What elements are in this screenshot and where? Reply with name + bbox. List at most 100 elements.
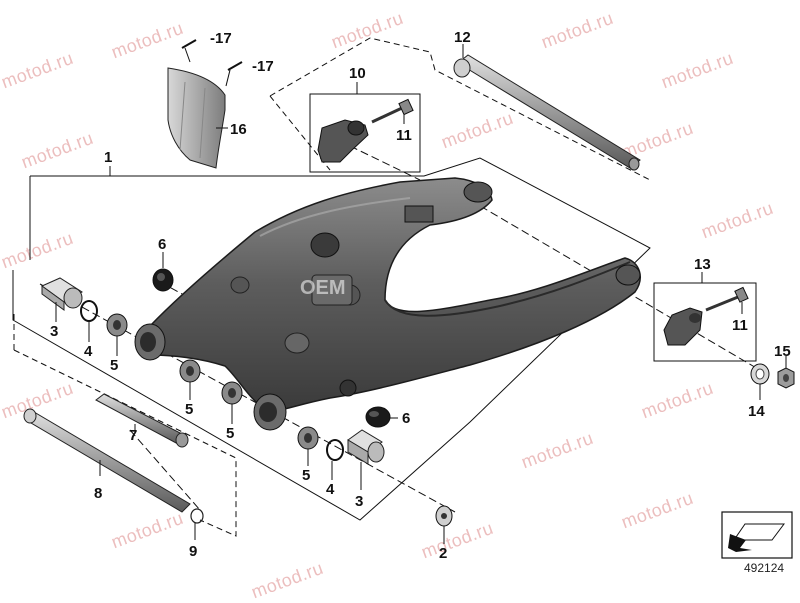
clip-ring <box>190 508 204 524</box>
rubber-plug-part-6-upper[interactable] <box>152 268 174 292</box>
callout-17-upper: -17 <box>210 30 232 47</box>
callout-8: 8 <box>94 485 102 502</box>
bolt-socket <box>441 513 447 519</box>
screw-part-17[interactable] <box>225 61 243 87</box>
center-bracket <box>311 274 353 306</box>
callout-11-upper: 11 <box>396 127 412 144</box>
pivot-bore <box>140 332 156 352</box>
bearing-bore <box>186 366 194 376</box>
lower-dashed-outline <box>13 349 237 537</box>
bolt-part-11-upper[interactable] <box>371 98 414 124</box>
pivot-bore-small <box>339 379 357 397</box>
rear-axle-part-12[interactable] <box>453 54 641 171</box>
callout-2: 2 <box>439 545 447 562</box>
brake-bracket <box>404 205 434 223</box>
callout-3-right: 3 <box>355 493 363 510</box>
pivot-shaft-part-8[interactable] <box>23 408 191 513</box>
callout-12: 12 <box>454 29 471 46</box>
bracket-hole <box>689 313 701 323</box>
callout-3-left: 3 <box>50 323 58 340</box>
callout-7: 7 <box>129 427 137 444</box>
axle-shaft <box>457 54 641 169</box>
swingarm-inner-edge <box>384 261 631 317</box>
bushing-side <box>347 439 369 465</box>
orientation-box <box>721 511 793 559</box>
bolt-shaft <box>705 295 739 312</box>
callout-17-lower: -17 <box>252 58 274 75</box>
screw-icon <box>227 61 243 71</box>
box-part-10 <box>309 93 421 173</box>
clip-part-9[interactable] <box>190 508 204 524</box>
bolt-head <box>734 286 749 303</box>
guard-rib <box>199 87 206 159</box>
bearing-bore <box>228 388 236 398</box>
bearing-bore <box>113 320 121 330</box>
swingarm-part[interactable]: OEM <box>134 177 641 431</box>
guard-body <box>167 67 226 169</box>
axle-mount-left <box>463 181 493 203</box>
pivot-bolt-part-2[interactable] <box>435 505 453 527</box>
callout-labels: 1 10 12 13 11 11 6 6 3 4 5 5 5 5 4 3 2 7… <box>50 29 791 562</box>
bearing-part-5-c[interactable] <box>221 381 243 405</box>
box-part-13 <box>653 282 757 362</box>
callout-6-upper: 6 <box>158 236 166 253</box>
mount-hole <box>310 232 340 258</box>
sleeve-part-7[interactable] <box>95 393 189 448</box>
bracket-part-13[interactable] <box>663 307 703 346</box>
callout-4-right: 4 <box>326 481 335 498</box>
nut-part-15[interactable] <box>777 367 795 389</box>
callout-13: 13 <box>694 256 711 273</box>
callout-4-left: 4 <box>84 343 93 360</box>
callout-15: 15 <box>774 343 791 360</box>
oem-watermark: OEM <box>300 277 346 299</box>
sleeve-body <box>95 393 187 445</box>
callout-10: 10 <box>349 65 366 82</box>
circlip-ring <box>80 300 98 322</box>
caliper-bracket-part-10[interactable] <box>317 119 369 163</box>
screw-part-17[interactable] <box>181 39 197 63</box>
bearing-bore <box>304 433 312 443</box>
arrow-head <box>728 534 752 552</box>
plug-highlight <box>369 411 379 417</box>
arrow-icon <box>728 523 785 552</box>
pivot-bore <box>259 402 277 422</box>
mount-hole <box>230 276 250 294</box>
circlip-part-4-right[interactable] <box>326 439 344 461</box>
bushing-end <box>367 441 385 463</box>
swingarm-highlight <box>259 197 411 237</box>
callout-5-d: 5 <box>302 467 310 484</box>
bearing-part-5-b[interactable] <box>179 359 201 383</box>
callout-9: 9 <box>189 543 197 560</box>
mount-hole <box>284 332 310 354</box>
upper-dashed-outline-edge <box>269 95 331 171</box>
diagram-number: 492124 <box>744 561 785 575</box>
bearing-part-5-d[interactable] <box>297 426 319 450</box>
bushing-part-3-right[interactable] <box>347 429 385 465</box>
axle-head <box>453 58 471 78</box>
guard-rib <box>179 81 186 151</box>
callout-16: 16 <box>230 121 247 138</box>
rubber-plug-part-6-lower[interactable] <box>365 406 391 428</box>
swingarm-body <box>149 177 641 413</box>
bracket-hole <box>347 120 365 136</box>
axis-line <box>349 145 421 181</box>
sleeve-end <box>175 432 189 448</box>
bolt-part-11-lower[interactable] <box>705 286 749 312</box>
callout-6-lower: 6 <box>402 410 410 427</box>
shaft-head <box>23 408 37 424</box>
callout-5-c: 5 <box>226 425 234 442</box>
bushing-side <box>41 285 65 311</box>
washer-part-14[interactable] <box>750 363 770 385</box>
arrow-plate <box>733 523 785 541</box>
callout-5-a: 5 <box>110 357 118 374</box>
plug-body <box>365 406 391 428</box>
circlip-part-4-left[interactable] <box>80 300 98 322</box>
chain-guard-part-16[interactable] <box>167 67 226 169</box>
bolt-head <box>398 98 414 116</box>
bearing-part-5-a[interactable] <box>106 313 128 337</box>
bushing-end <box>63 287 83 309</box>
bushing-part-3-left[interactable] <box>41 277 83 311</box>
axis-line <box>129 429 201 511</box>
swingarm-group-outline <box>12 157 651 521</box>
